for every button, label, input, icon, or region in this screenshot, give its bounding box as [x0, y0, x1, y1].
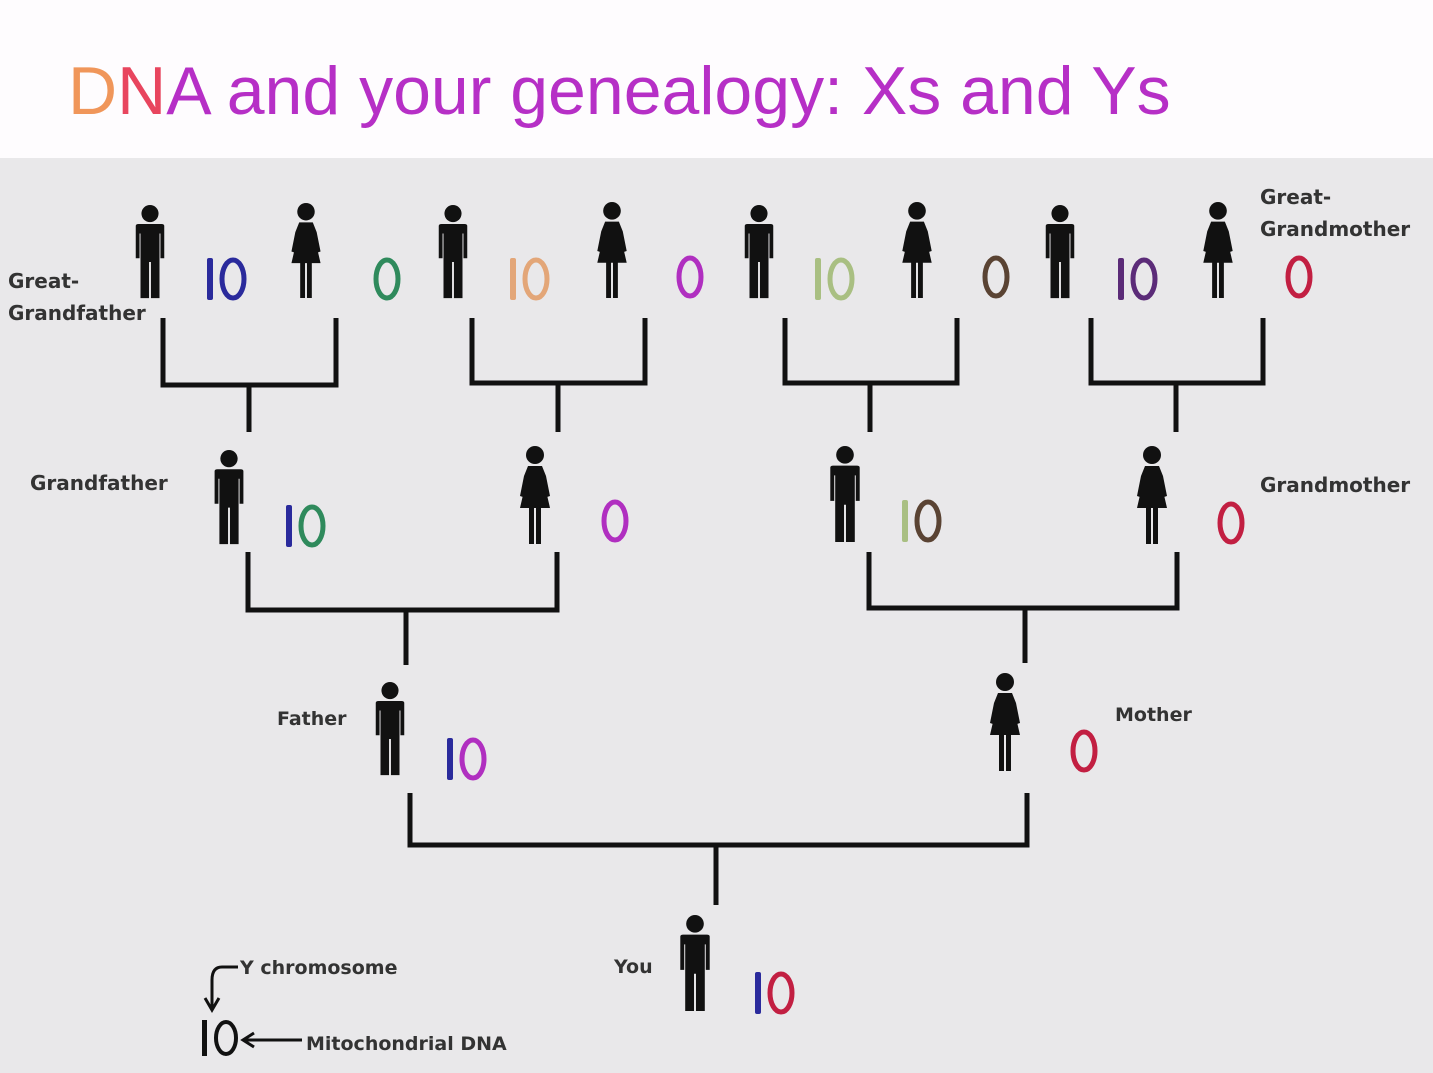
- title-letter-d: D: [68, 53, 118, 129]
- legend-mt-symbol: [214, 1020, 238, 1056]
- male-figure-icon: [438, 205, 468, 299]
- mitochondrial-dna-marker: [767, 971, 795, 1015]
- connector-gg-pair-3: [782, 318, 960, 432]
- y-chromosome-marker: [207, 258, 213, 300]
- title-rest: A and your genealogy: Xs and Ys: [166, 53, 1171, 129]
- legend-arrow-down-icon: [203, 965, 238, 1013]
- female-figure-icon: [291, 203, 321, 299]
- label-great-grandfather-2: Grandfather: [8, 301, 146, 325]
- legend-arrow-left-icon: [240, 1031, 302, 1049]
- label-great-grandmother-1: Great-: [1260, 185, 1331, 209]
- person-great-grandmother-1: [291, 203, 401, 301]
- connector-parents: [407, 793, 1030, 905]
- connector-gg-pair-1: [160, 318, 339, 432]
- label-great-grandfather-1: Great-: [8, 269, 79, 293]
- legend-y-chromosome: Y chromosome: [239, 957, 397, 979]
- connector-grandparents-paternal: [245, 552, 560, 665]
- labels: Great- Grandfather Great- Grandmother Gr…: [8, 185, 1410, 978]
- person-great-grandmother-3: [902, 202, 1010, 299]
- label-mother: Mother: [1115, 704, 1192, 726]
- mitochondrial-dna-marker: [522, 257, 550, 301]
- slide-header: DNA and your genealogy: Xs and Ys: [0, 0, 1433, 158]
- male-figure-icon: [375, 682, 405, 776]
- female-figure-icon: [902, 202, 932, 299]
- person-father: [375, 682, 487, 781]
- label-you: You: [613, 956, 653, 978]
- label-great-grandmother-2: Grandmother: [1260, 217, 1410, 241]
- male-figure-icon: [135, 205, 165, 299]
- person-mother: [990, 673, 1098, 773]
- mitochondrial-dna-marker: [982, 255, 1010, 299]
- person-great-grandmother-4: [1203, 202, 1313, 299]
- y-chromosome-marker: [815, 258, 821, 300]
- mitochondrial-dna-marker: [1070, 729, 1098, 773]
- mitochondrial-dna-marker: [1130, 257, 1158, 301]
- mitochondrial-dna-marker: [373, 257, 401, 301]
- y-chromosome-marker: [902, 500, 908, 542]
- person-paternal-grandfather: [214, 450, 326, 548]
- male-figure-icon: [1045, 205, 1075, 299]
- connector-gg-pair-2: [469, 318, 648, 432]
- label-father: Father: [277, 708, 347, 730]
- male-figure-icon: [744, 205, 774, 299]
- female-figure-icon: [520, 446, 550, 544]
- male-figure-icon: [214, 450, 244, 545]
- family-tree-diagram: [0, 158, 1433, 1073]
- mitochondrial-dna-marker: [601, 499, 629, 543]
- connector-gg-pair-4: [1088, 318, 1266, 432]
- mitochondrial-dna-marker: [827, 257, 855, 301]
- legend: Y chromosome Mitochondrial DNA: [202, 957, 507, 1056]
- mitochondrial-dna-marker: [219, 257, 247, 301]
- label-grandmother: Grandmother: [1260, 473, 1410, 497]
- mitochondrial-dna-marker: [1285, 255, 1313, 299]
- mitochondrial-dna-marker: [1217, 501, 1245, 545]
- title-letter-n: N: [117, 53, 167, 129]
- y-chromosome-marker: [1118, 258, 1124, 300]
- female-figure-icon: [1203, 202, 1233, 299]
- slide-title: DNA and your genealogy: Xs and Ys: [68, 52, 1171, 130]
- mitochondrial-dna-marker: [459, 737, 487, 781]
- legend-mitochondrial-dna: Mitochondrial DNA: [306, 1033, 507, 1055]
- person-great-grandfather-3: [744, 205, 855, 301]
- male-figure-icon: [680, 915, 710, 1012]
- female-figure-icon: [990, 673, 1020, 771]
- y-chromosome-marker: [286, 505, 292, 547]
- female-figure-icon: [1137, 446, 1167, 544]
- mitochondrial-dna-marker: [298, 504, 326, 548]
- mitochondrial-dna-marker: [676, 255, 704, 299]
- mitochondrial-dna-marker: [914, 499, 942, 543]
- connector-grandparents-maternal: [866, 552, 1180, 663]
- tree-connectors: [160, 318, 1266, 905]
- person-you: [680, 915, 795, 1015]
- label-grandfather: Grandfather: [30, 471, 168, 495]
- person-maternal-grandmother: [1137, 446, 1245, 545]
- y-chromosome-marker: [755, 972, 761, 1014]
- person-great-grandfather-4: [1045, 205, 1158, 301]
- person-great-grandmother-2: [597, 202, 704, 299]
- female-figure-icon: [597, 202, 627, 299]
- person-great-grandfather-1: [135, 205, 247, 301]
- legend-y-symbol: [202, 1020, 207, 1056]
- y-chromosome-marker: [447, 738, 453, 780]
- person-great-grandfather-2: [438, 205, 550, 301]
- people: [135, 202, 1313, 1015]
- y-chromosome-marker: [510, 258, 516, 300]
- person-maternal-grandfather: [830, 446, 942, 543]
- person-paternal-grandmother: [520, 446, 629, 544]
- male-figure-icon: [830, 446, 860, 543]
